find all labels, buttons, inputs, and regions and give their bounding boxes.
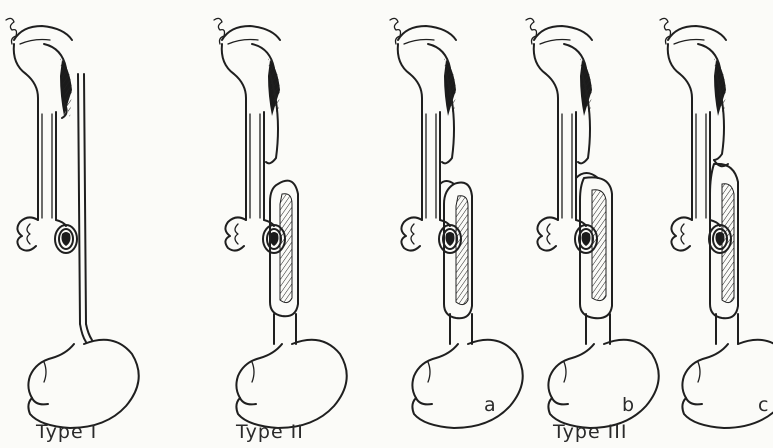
diagram-type-3a [390, 18, 523, 428]
label-type-2: Type II [236, 421, 304, 443]
label-type-1: Type I [36, 421, 97, 443]
label-sub-a: a [484, 394, 496, 416]
diagram-type-3c [660, 18, 773, 428]
label-sub-c: c [758, 394, 768, 416]
diagram-type-2 [214, 18, 347, 428]
label-type-3: Type III [553, 421, 628, 443]
diagram-type-3b [526, 18, 659, 428]
label-sub-b: b [622, 394, 634, 416]
diagram-type-1 [6, 18, 139, 428]
